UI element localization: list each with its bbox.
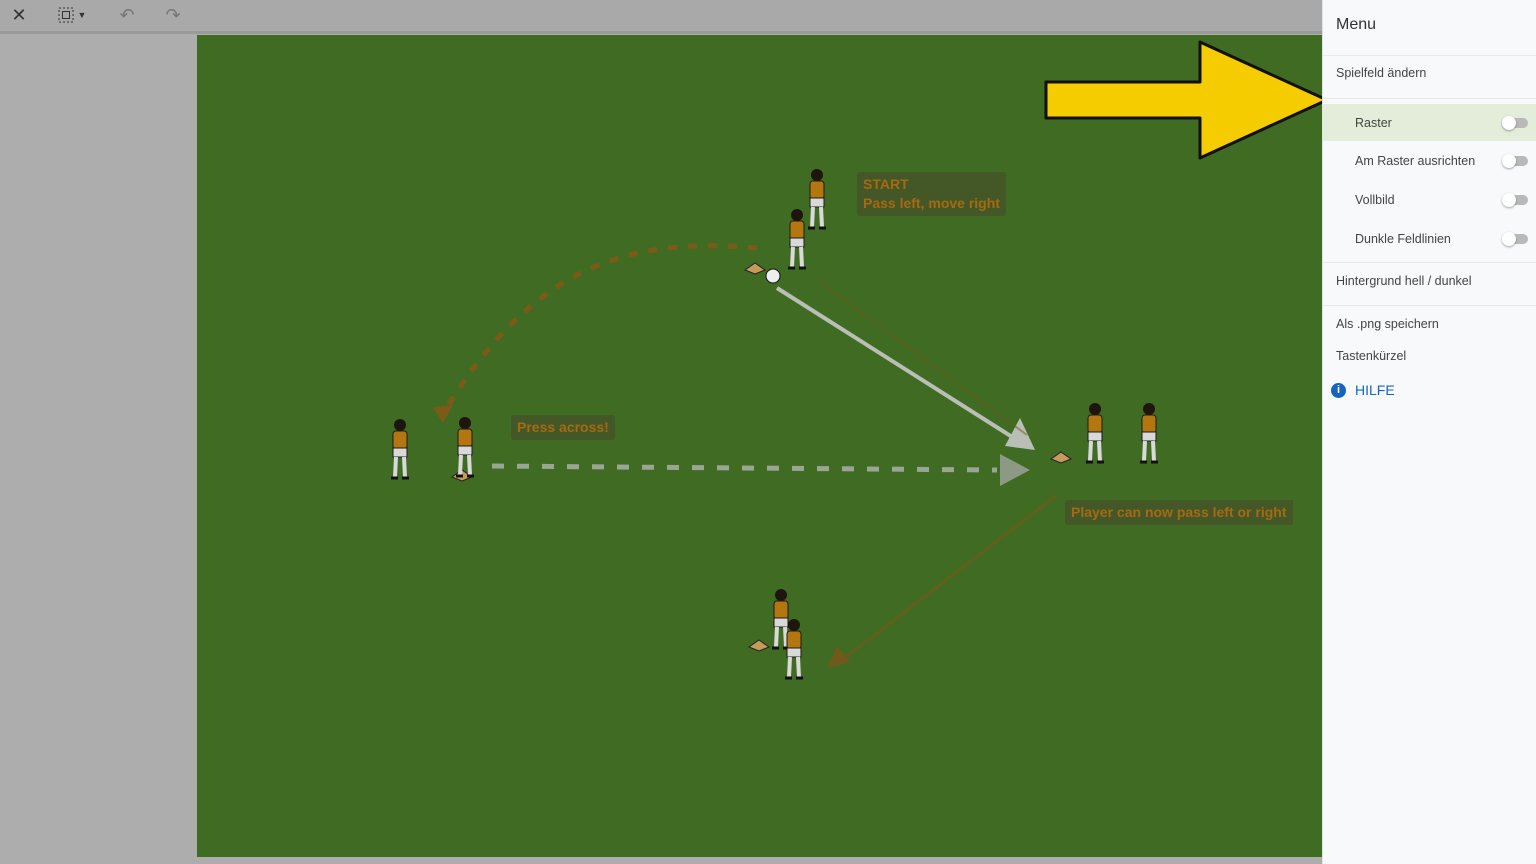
dark-lines-toggle[interactable] (1502, 232, 1528, 246)
run-arrowhead (433, 405, 453, 423)
player[interactable] (786, 207, 808, 270)
menu-title: Menu (1336, 16, 1377, 33)
redo-icon[interactable]: ↷ (165, 4, 181, 25)
ball-icon[interactable] (765, 268, 781, 284)
menu-item-label: Am Raster ausrichten (1355, 154, 1476, 168)
menu-item-shortcuts[interactable]: Tastenkürzel (1323, 349, 1536, 369)
dribble-arrowhead (1000, 454, 1030, 486)
grid-toggle[interactable] (1502, 116, 1528, 130)
note-press[interactable]: Press across! (511, 415, 615, 440)
drill-diagram (389, 167, 1160, 680)
cone[interactable] (744, 262, 766, 275)
close-icon[interactable]: ✕ (11, 4, 27, 25)
menu-item-label: Vollbild (1355, 193, 1395, 207)
cone[interactable] (748, 639, 770, 652)
player[interactable] (389, 417, 411, 480)
menu-item-grid[interactable]: Raster (1323, 104, 1536, 141)
cone[interactable] (1050, 451, 1072, 464)
run-line (841, 493, 1058, 662)
selection-dropdown[interactable]: ▼ (54, 4, 90, 26)
menu-item-change-field[interactable]: Spielfeld ändern (1323, 66, 1536, 86)
menu-item-save-png[interactable]: Als .png speichern (1323, 317, 1536, 337)
player[interactable] (454, 415, 476, 478)
menu-item-dark-lines[interactable]: Dunkle Feldlinien (1323, 221, 1536, 258)
menu-item-label: Hintergrund hell / dunkel (1336, 274, 1472, 288)
run-line (816, 279, 1028, 436)
menu-item-label: Dunkle Feldlinien (1355, 232, 1451, 246)
menu-item-label: Als .png speichern (1336, 317, 1439, 331)
pitch-canvas[interactable]: START Pass left, move right Press across… (197, 35, 1322, 857)
note-start[interactable]: START Pass left, move right (857, 172, 1006, 216)
player[interactable] (1084, 401, 1106, 464)
player[interactable] (806, 167, 828, 230)
player[interactable] (783, 617, 805, 680)
player[interactable] (1138, 401, 1160, 464)
menu-item-label: Spielfeld ändern (1336, 66, 1427, 80)
run-path (439, 243, 758, 417)
dribble-line (491, 463, 998, 473)
chevron-down-icon: ▼ (77, 10, 87, 20)
note-text: Pass left, move right (863, 195, 1000, 211)
menu-item-label: Tastenkürzel (1336, 349, 1407, 363)
toolbar: ✕ ▼ ↶ ↷ (0, 0, 1322, 34)
menu-item-label: HILFE (1355, 382, 1395, 398)
menu-item-snap-to-grid[interactable]: Am Raster ausrichten (1323, 143, 1536, 180)
pass-line (775, 286, 1019, 442)
yellow-arrow-icon (1044, 40, 1329, 160)
undo-icon[interactable]: ↶ (119, 4, 135, 25)
run-arrowhead (827, 646, 851, 668)
menu-item-fullscreen[interactable]: Vollbild (1323, 182, 1536, 219)
menu-item-help[interactable]: i HILFE (1323, 382, 1536, 402)
note-player[interactable]: Player can now pass left or right (1065, 500, 1293, 525)
fullscreen-toggle[interactable] (1502, 193, 1528, 207)
note-title: START (863, 176, 909, 192)
menu-item-background[interactable]: Hintergrund hell / dunkel (1323, 274, 1536, 294)
pass-arrowhead (1005, 418, 1035, 450)
menu-panel: Menu Spielfeld ändern Raster Am Raster a… (1322, 0, 1536, 864)
selection-icon (58, 7, 74, 23)
snap-toggle[interactable] (1502, 154, 1528, 168)
info-icon: i (1331, 383, 1346, 398)
menu-item-label: Raster (1355, 116, 1392, 130)
